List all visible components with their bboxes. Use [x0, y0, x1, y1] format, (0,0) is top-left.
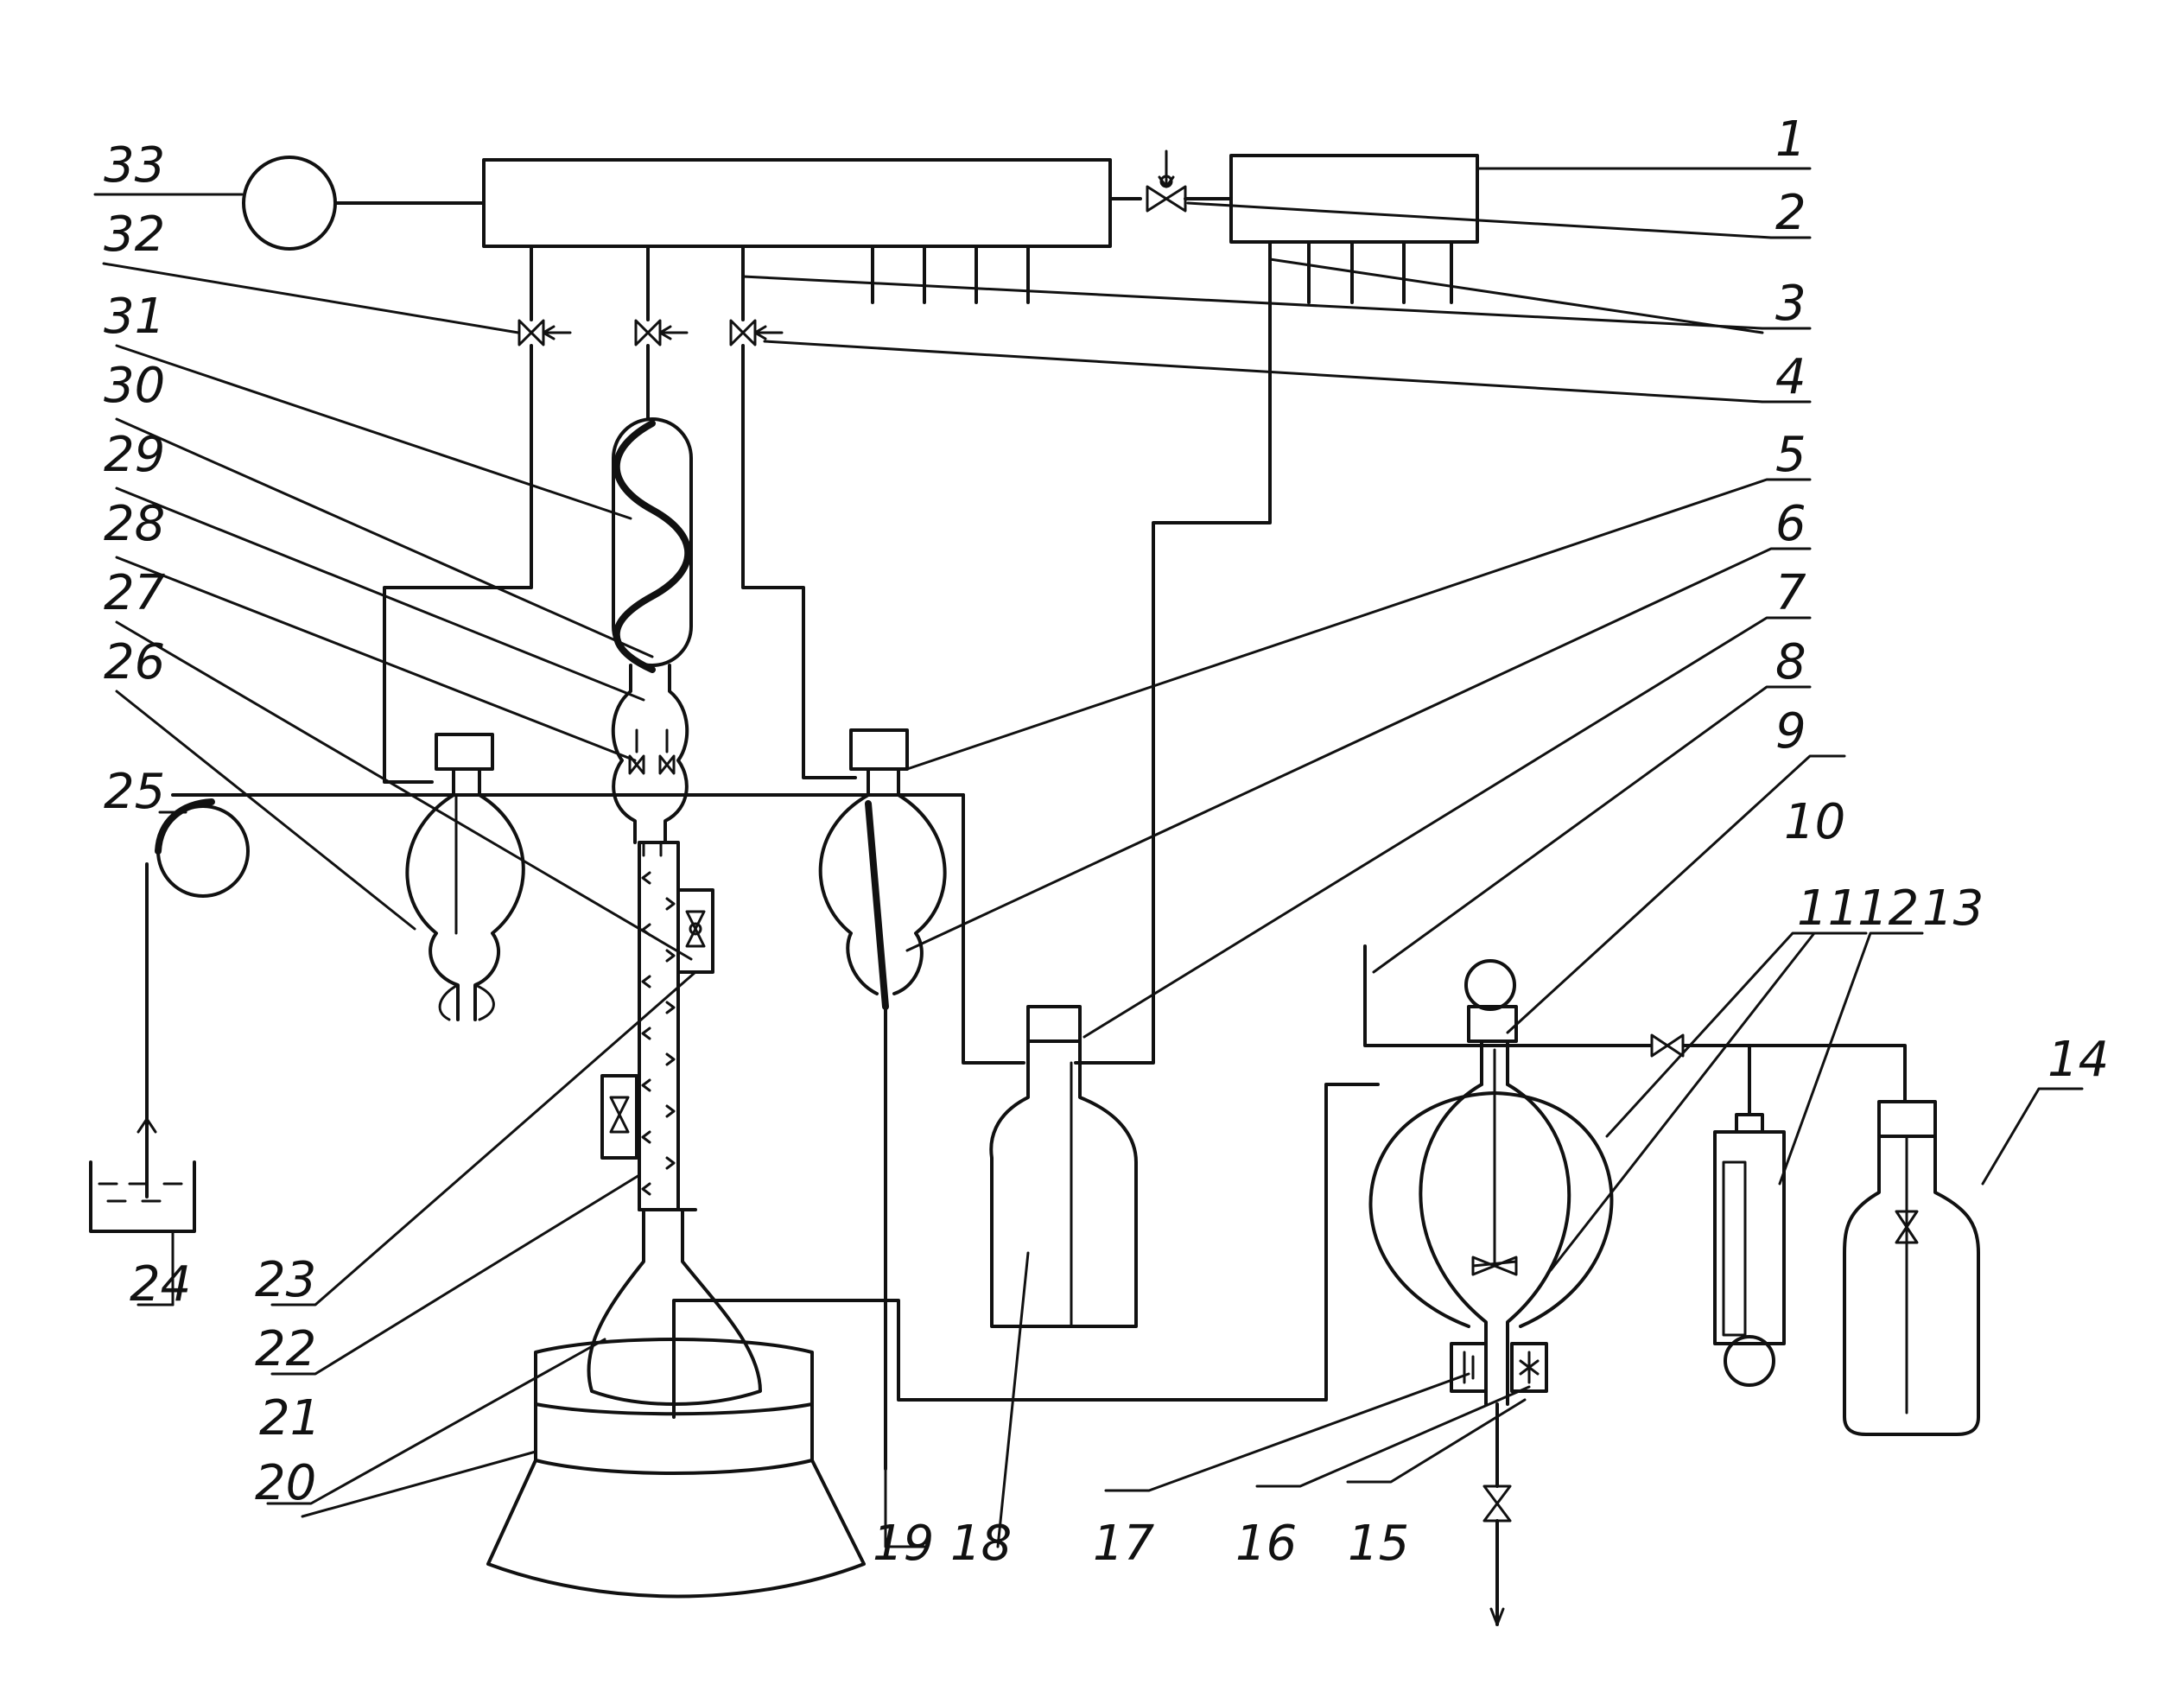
burette-13	[1713, 1130, 1786, 1345]
label-8: 8	[1775, 634, 1806, 690]
label-20: 20	[255, 1455, 316, 1511]
label-4: 4	[1775, 349, 1806, 405]
label-10: 10	[1784, 794, 1845, 850]
condenser	[612, 417, 693, 667]
label-19: 19	[873, 1516, 934, 1572]
packed-column	[638, 841, 680, 1211]
pump-33	[242, 156, 337, 251]
label-3: 3	[1775, 276, 1806, 332]
label-22: 22	[255, 1321, 316, 1377]
label-13: 13	[1922, 880, 1984, 937]
label-17: 17	[1093, 1516, 1155, 1572]
bottle-18	[989, 1039, 1138, 1328]
label-32: 32	[104, 207, 165, 263]
label-31: 31	[104, 289, 165, 345]
label-29: 29	[104, 427, 165, 483]
funnel-left	[405, 793, 525, 1021]
secondary-control-box	[1229, 154, 1479, 244]
main-control-box	[482, 158, 1112, 248]
callout-numbers: 1 2 3 4 5 6 7 8 9 10 11 12 13 14 15 16 1…	[104, 111, 2109, 1572]
label-6: 6	[1775, 496, 1806, 552]
label-16: 16	[1235, 1516, 1297, 1572]
label-21: 21	[259, 1390, 321, 1446]
valve-left-icon	[517, 319, 572, 346]
label-27: 27	[104, 565, 166, 621]
label-18: 18	[950, 1516, 1012, 1572]
label-30: 30	[104, 358, 165, 414]
cooling-coil	[613, 420, 692, 673]
funnel-middle	[818, 793, 947, 995]
label-23: 23	[255, 1252, 316, 1308]
label-2: 2	[1775, 185, 1806, 241]
valve-center-icon	[634, 319, 689, 346]
reactor-vessel	[1419, 1083, 1571, 1406]
label-26: 26	[104, 634, 165, 690]
label-24: 24	[130, 1256, 191, 1313]
valve-right-icon	[729, 319, 784, 346]
label-15: 15	[1348, 1516, 1409, 1572]
label-28: 28	[104, 496, 165, 552]
label-1: 1	[1775, 111, 1806, 168]
label-12: 12	[1857, 880, 1919, 937]
motor-9	[1464, 959, 1516, 1011]
reservoir-24	[89, 1160, 196, 1233]
label-5: 5	[1775, 427, 1806, 483]
label-25: 25	[104, 764, 165, 820]
label-7: 7	[1775, 565, 1806, 621]
label-11: 11	[1797, 880, 1858, 937]
label-14: 14	[2048, 1032, 2109, 1088]
bottle-14	[1843, 1135, 1980, 1436]
label-9: 9	[1775, 703, 1806, 760]
label-33: 33	[104, 137, 165, 194]
reactor-jacket	[1368, 1091, 1614, 1328]
valve-2-icon	[1146, 149, 1187, 213]
callout-leaders	[93, 167, 2084, 1548]
